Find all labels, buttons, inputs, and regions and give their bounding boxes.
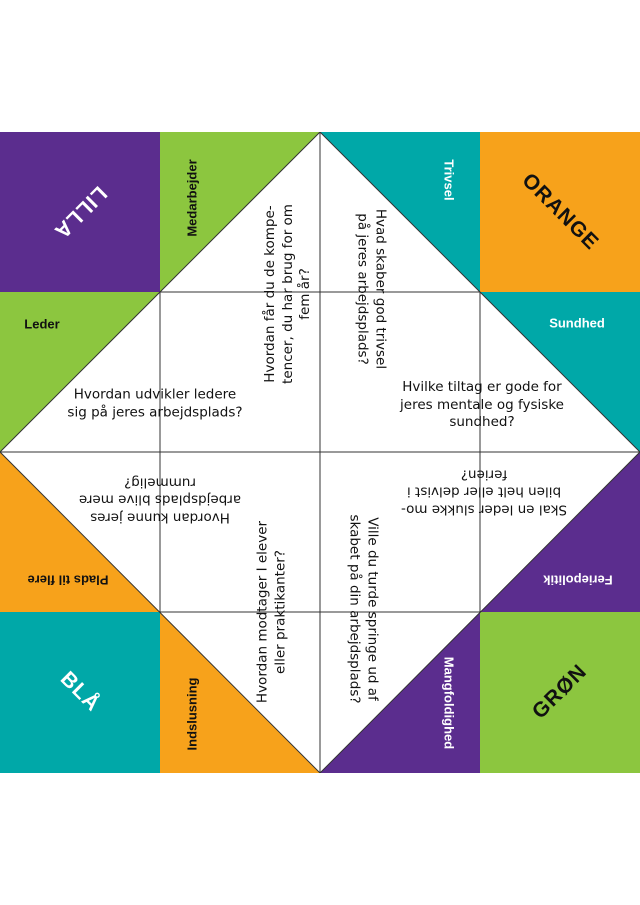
corner-orange-square	[480, 132, 640, 292]
flap-label-sundhed: Sundhed	[549, 315, 605, 331]
flap-label-indslusning: Indslusning	[184, 677, 200, 751]
flap-label-feriepolitik: Feriepolitik	[543, 572, 613, 588]
question-trivsel: Hvad skaber god trivsel på jeres arbejds…	[355, 208, 389, 370]
question-leder-slukke: Skal en leder slukke mo- bilen helt elle…	[401, 466, 568, 518]
question-rummelig: Hvordan kunne jeres arbejdsplads blive m…	[78, 474, 242, 526]
question-springe-ud: Ville du turde springe ud af skabet på d…	[347, 514, 381, 704]
flap-label-trivsel: Trivsel	[441, 159, 457, 201]
fold-lines	[0, 132, 640, 773]
question-tiltag: Hvilke tiltag er gode for jeres mentale …	[400, 378, 564, 430]
flap-label-medarbejder: Medarbejder	[184, 159, 200, 237]
flap-label-plads-til-flere: Plads til flere	[27, 572, 109, 588]
question-kompetencer: Hvordan får du de kompe- tencer, du har …	[261, 204, 313, 384]
question-elever: Hvordan modtager I elever eller praktika…	[254, 520, 289, 704]
board-shapes	[0, 132, 640, 773]
question-udvikler-ledere: Hvordan udvikler ledere sig på jeres arb…	[67, 386, 243, 421]
corner-lilla-square	[0, 132, 160, 292]
fortune-teller-board: LILLA ORANGE BLÅ GRØN Medarbejder Trivse…	[0, 132, 640, 773]
flap-label-mangfoldighed: Mangfoldighed	[441, 656, 457, 750]
corner-bla-square	[0, 612, 160, 773]
corner-gron-square	[480, 612, 640, 773]
flap-label-leder: Leder	[24, 316, 60, 332]
